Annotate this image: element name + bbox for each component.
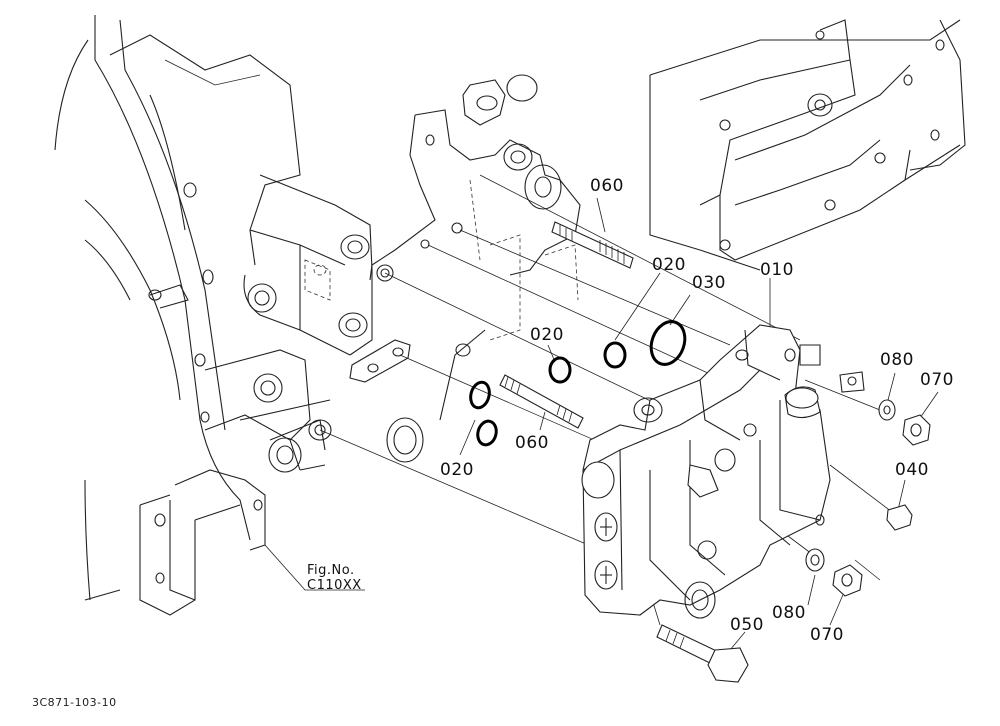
valve-plate — [349, 74, 581, 421]
part-label-020[interactable]: 020 — [652, 255, 686, 275]
o-rings — [469, 320, 687, 447]
part-label-070[interactable]: 070 — [920, 370, 954, 390]
part-label-080[interactable]: 080 — [880, 350, 914, 370]
drawing-code: 3C871-103-10 — [32, 696, 117, 709]
part-label-070[interactable]: 070 — [810, 625, 844, 645]
part-label-020[interactable]: 020 — [440, 460, 474, 480]
part-label-080[interactable]: 080 — [772, 603, 806, 623]
fig-ref[interactable]: Fig.No. C110XX — [307, 563, 362, 593]
part-label-040[interactable]: 040 — [895, 460, 929, 480]
part-label-020[interactable]: 020 — [530, 325, 564, 345]
transmission-housing — [54, 15, 424, 616]
leader-lines — [264, 174, 939, 651]
fig-ref-title: Fig.No. — [307, 563, 355, 578]
part-label-030[interactable]: 030 — [692, 273, 726, 293]
fig-ref-number: C110XX — [307, 578, 362, 593]
stud-bolts — [499, 221, 634, 429]
rear-housing — [649, 19, 966, 271]
part-label-060[interactable]: 060 — [590, 176, 624, 196]
control-valve-body — [581, 324, 865, 619]
part-label-050[interactable]: 050 — [730, 615, 764, 635]
small-parts — [656, 399, 931, 683]
part-label-010[interactable]: 010 — [760, 260, 794, 280]
part-label-060[interactable]: 060 — [515, 433, 549, 453]
